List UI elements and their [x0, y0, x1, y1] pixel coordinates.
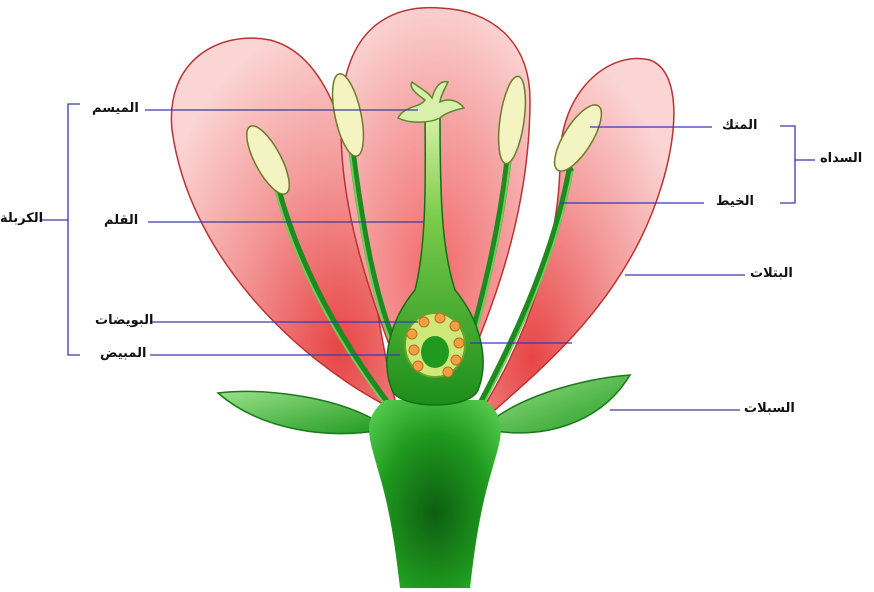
label-carpel: الكربلة — [0, 211, 43, 227]
label-stamen: السداه — [820, 151, 862, 167]
label-style: القلم — [104, 213, 138, 229]
label-ovary: المبيض — [100, 346, 146, 362]
label-sepals: السبلات — [744, 401, 795, 417]
receptacle — [369, 400, 501, 588]
label-petals: البتلات — [750, 266, 793, 282]
label-stigma: الميسم — [92, 101, 139, 117]
label-anther: المتك — [722, 118, 757, 134]
label-ovules: البويضات — [95, 313, 153, 329]
label-filament: الخيط — [716, 194, 754, 210]
sepal-left — [218, 391, 380, 433]
